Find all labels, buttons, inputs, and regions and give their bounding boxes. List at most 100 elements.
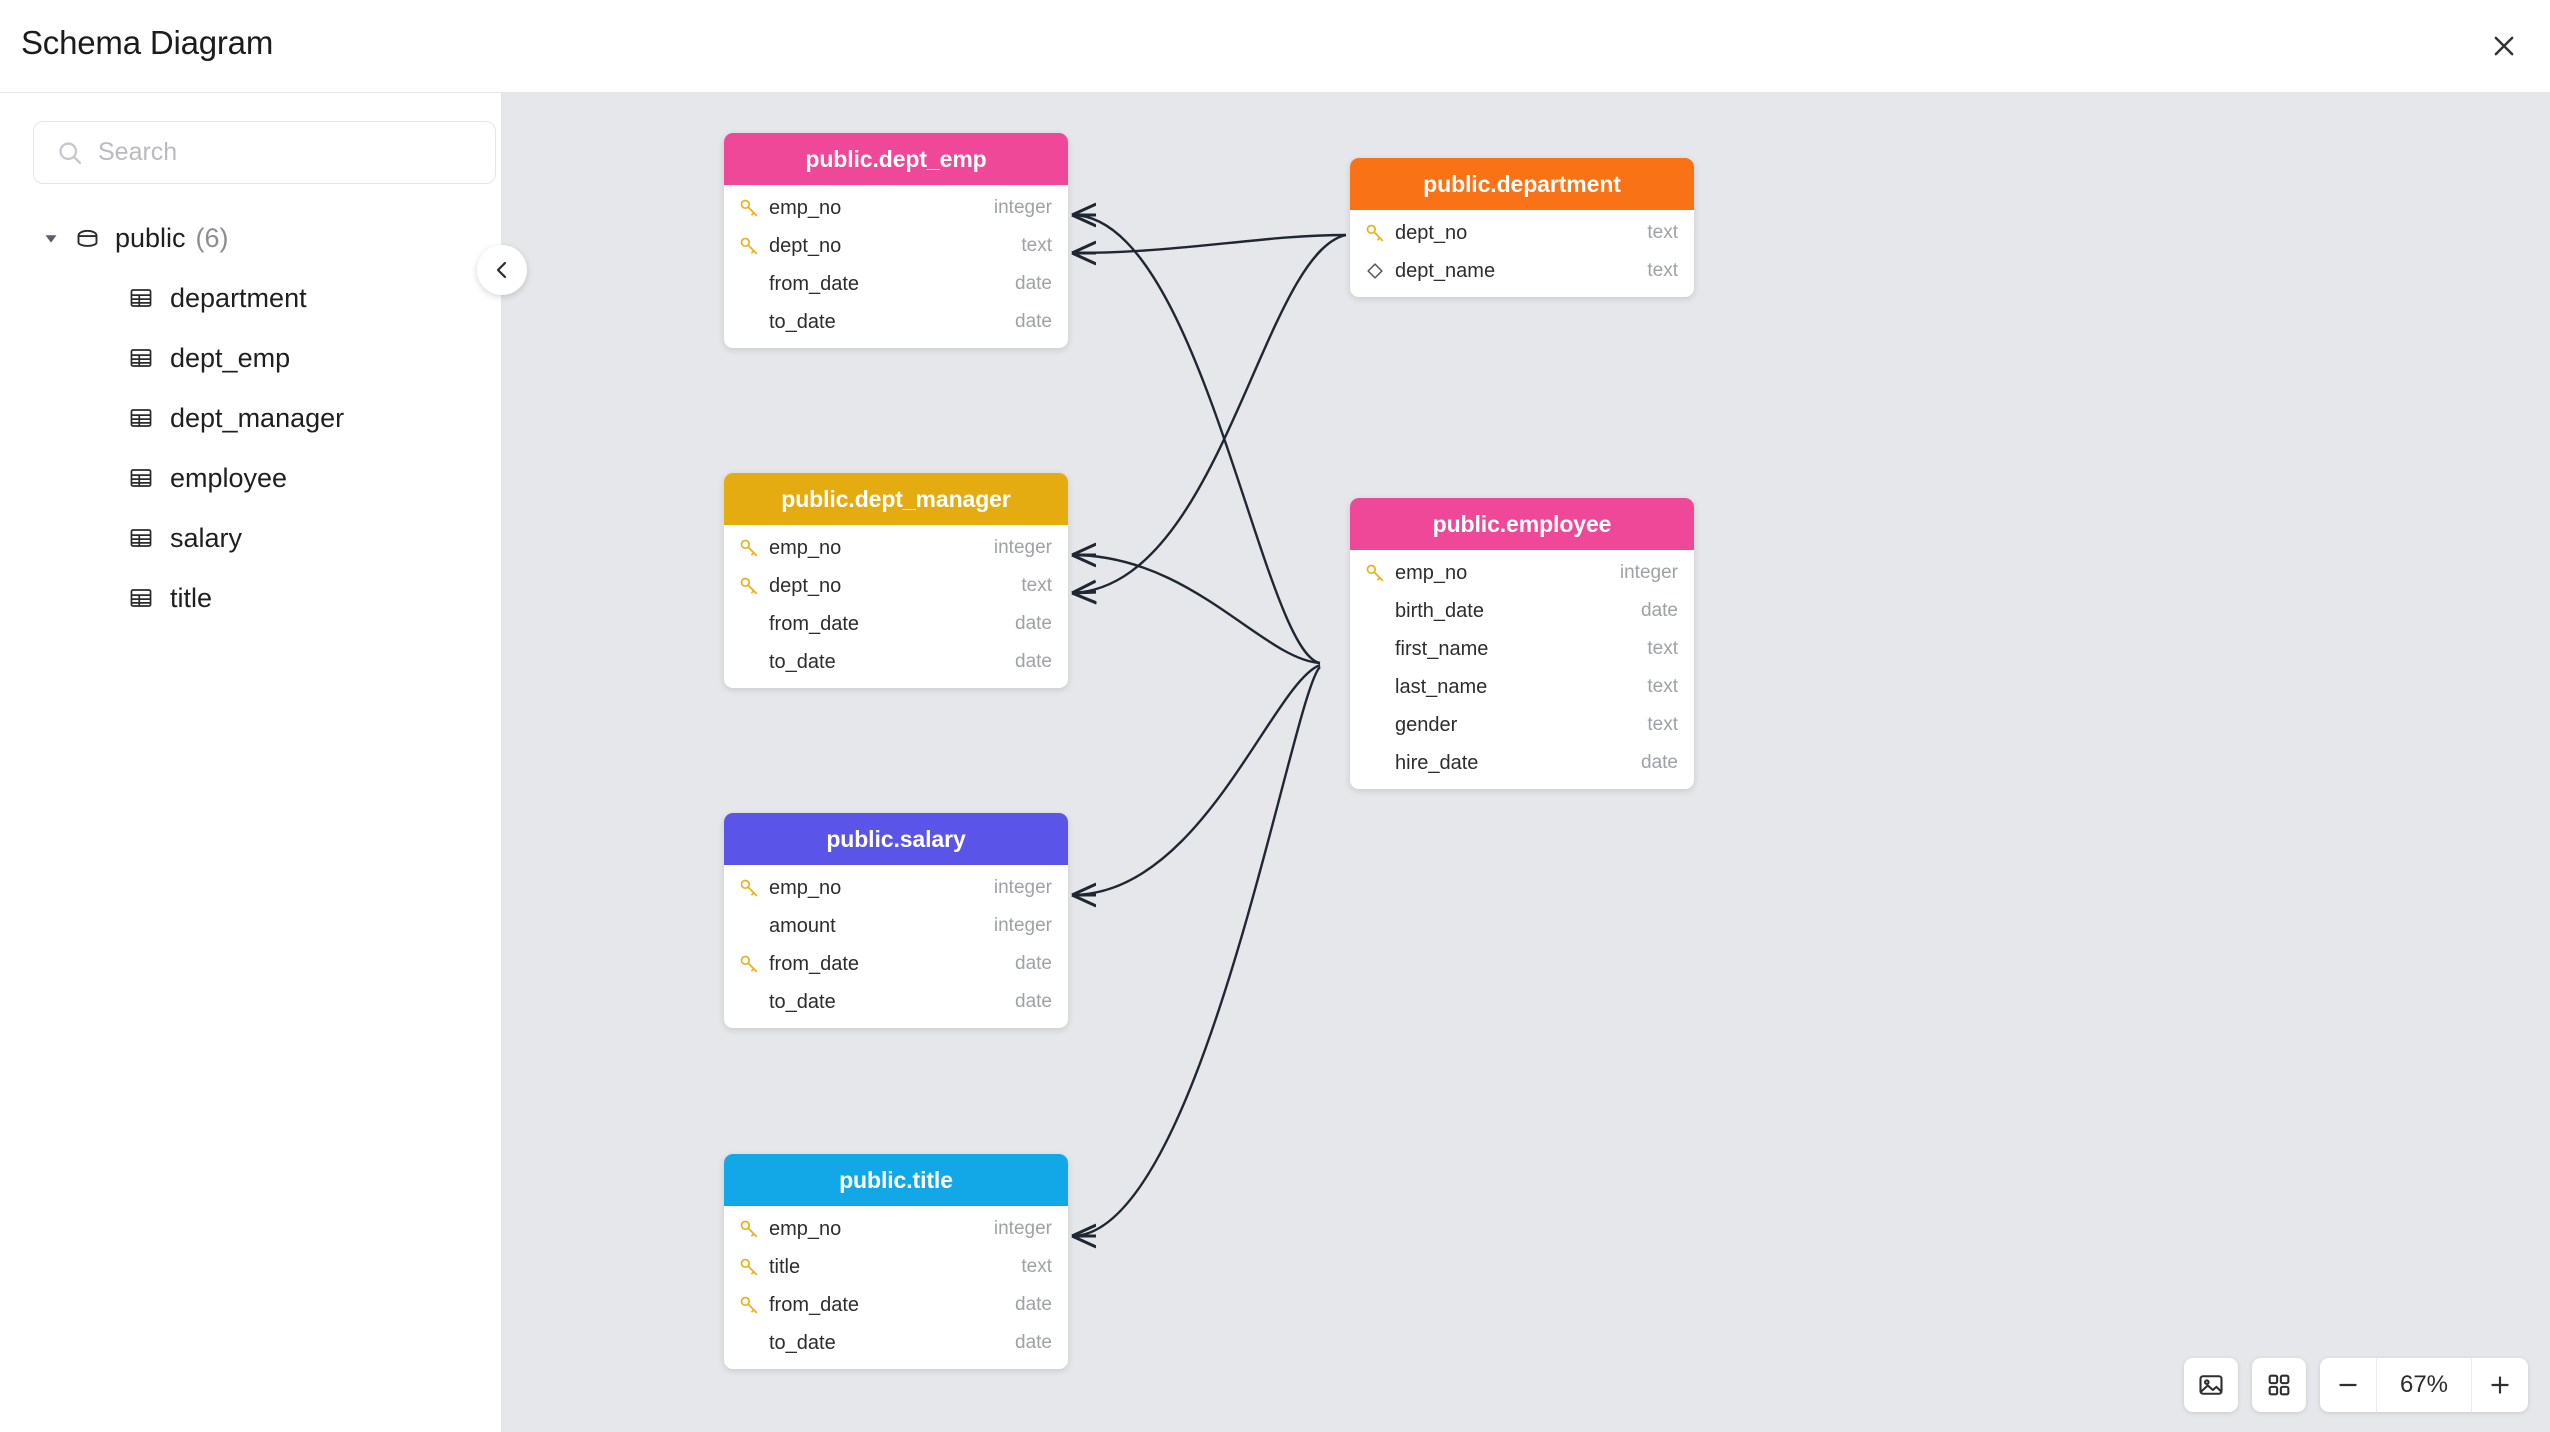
export-image-button[interactable] (2184, 1358, 2238, 1412)
plus-icon (2491, 1376, 2509, 1394)
relationship-edge[interactable] (1072, 663, 1321, 895)
caret-down-icon[interactable] (40, 227, 62, 249)
column-name: birth_date (1395, 599, 1484, 622)
table-icon (130, 289, 152, 307)
column-name: first_name (1395, 637, 1489, 660)
tree-item-table-salary[interactable]: salary (0, 508, 502, 568)
auto-layout-button[interactable] (2252, 1358, 2306, 1412)
key-icon (740, 1258, 758, 1276)
tree-item-table-department[interactable]: department (0, 268, 502, 328)
column-name: hire_date (1395, 751, 1479, 774)
zoom-in-button[interactable] (2472, 1358, 2528, 1412)
column-type: text (1021, 235, 1052, 256)
relationship-edge[interactable] (1072, 233, 1347, 253)
column-name: amount (769, 914, 836, 937)
schema-tree: public (6) department dept_emp dept_manage… (0, 208, 502, 628)
column-type: text (1647, 714, 1678, 735)
search-input[interactable] (98, 138, 495, 167)
tree-item-table-title[interactable]: title (0, 568, 502, 628)
table-icon (130, 589, 152, 607)
tree-item-label: dept_manager (170, 402, 345, 433)
tree-item-table-employee[interactable]: employee (0, 448, 502, 508)
column-name: from_date (769, 952, 860, 975)
relationship-edge[interactable] (1072, 666, 1321, 1236)
key-icon (1366, 564, 1384, 582)
table-node-title: public.salary (724, 813, 1068, 865)
zoom-level-value[interactable]: 67% (2376, 1358, 2472, 1412)
key-icon (740, 1220, 758, 1238)
tree-item-schema-public[interactable]: public (6) (0, 208, 502, 268)
search-box[interactable] (33, 121, 496, 184)
column-row[interactable]: from_date date (724, 945, 1068, 983)
database-schema-icon (77, 229, 98, 247)
table-node-title: public.department (1350, 158, 1694, 210)
column-type: date (1015, 953, 1052, 974)
column-name: to_date (769, 310, 836, 333)
column-type: text (1021, 1256, 1052, 1277)
close-button[interactable] (2480, 22, 2528, 70)
canvas-toolbar: 67% (2184, 1358, 2528, 1412)
column-type: date (1015, 651, 1052, 672)
key-icon (740, 1296, 758, 1314)
tree-item-label: salary (170, 522, 243, 553)
column-row[interactable]: first_name text (1350, 630, 1694, 668)
table-node-title: public.title (724, 1154, 1068, 1206)
key-icon (740, 237, 758, 255)
column-name: to_date (769, 1331, 836, 1354)
table-node-title: public.dept_manager (724, 473, 1068, 525)
tree-item-table-dept_manager[interactable]: dept_manager (0, 388, 502, 448)
zoom-out-button[interactable] (2320, 1358, 2376, 1412)
collapse-sidebar-button[interactable] (477, 245, 527, 295)
tree-item-label: title (170, 582, 213, 613)
column-row[interactable]: birth_date date (1350, 592, 1694, 630)
tree-item-table-dept_emp[interactable]: dept_emp (0, 328, 502, 388)
grid-layout-icon (2268, 1374, 2290, 1396)
tree-item-label: department (170, 282, 307, 313)
key-icon (740, 879, 758, 897)
image-icon (2199, 1375, 2223, 1395)
column-type: integer (1619, 562, 1678, 583)
key-icon (1366, 224, 1384, 242)
page-title: Schema Diagram (21, 24, 274, 61)
relationship-edge[interactable] (1072, 555, 1321, 665)
sidebar: public (6) department dept_emp dept_manage… (0, 93, 502, 1432)
table-node-title: public.employee (1350, 498, 1694, 550)
relationship-edge[interactable] (1072, 215, 1321, 665)
column-type: date (1641, 600, 1678, 621)
column-name: emp_no (769, 1217, 842, 1240)
column-type: text (1647, 638, 1678, 659)
relationship-edge[interactable] (1072, 233, 1347, 593)
table-node-title: public.dept_emp (724, 133, 1068, 185)
relationship-edges (502, 93, 1347, 1432)
column-type: text (1647, 260, 1678, 281)
